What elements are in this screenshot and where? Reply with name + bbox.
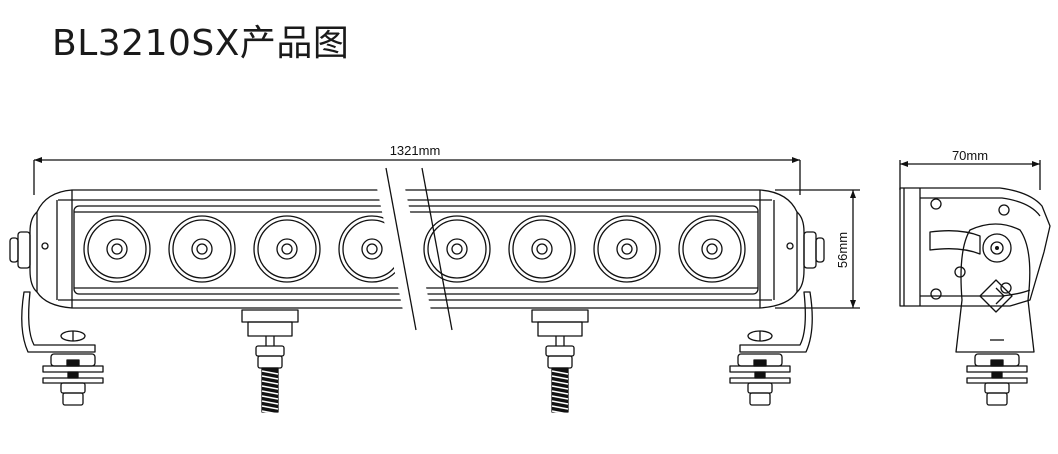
left-end-cap xyxy=(9,211,49,293)
length-label: 1321mm xyxy=(390,143,441,158)
bolt-assembly-5 xyxy=(966,353,1028,406)
side-view: 70mm xyxy=(899,148,1051,353)
break-lines xyxy=(372,166,453,332)
led-3 xyxy=(253,215,321,283)
side-housing xyxy=(899,187,1051,307)
brand-logo xyxy=(979,279,1013,313)
height-dimension xyxy=(775,189,860,309)
right-bracket xyxy=(739,291,813,353)
mounting-bolts xyxy=(42,309,1028,415)
side-bracket xyxy=(955,223,1035,353)
bolt-assembly-2 xyxy=(241,309,299,415)
front-view: 1321mm xyxy=(9,143,1028,415)
right-end-cap xyxy=(786,211,825,293)
bolt-assembly-4 xyxy=(729,353,791,406)
led-1 xyxy=(83,215,151,283)
page-title: BL3210SX产品图 xyxy=(52,23,350,64)
led-8 xyxy=(678,215,746,283)
length-dimension xyxy=(33,157,801,195)
left-bracket xyxy=(21,291,96,353)
depth-dimension xyxy=(899,160,1041,190)
bolt-assembly-1 xyxy=(42,353,104,406)
led-row xyxy=(83,215,746,283)
led-6 xyxy=(508,215,576,283)
height-label: 56mm xyxy=(835,232,850,268)
led-7 xyxy=(593,215,661,283)
bolt-assembly-3 xyxy=(531,309,589,415)
depth-label: 70mm xyxy=(952,148,988,163)
led-2 xyxy=(168,215,236,283)
led-5 xyxy=(423,215,491,283)
